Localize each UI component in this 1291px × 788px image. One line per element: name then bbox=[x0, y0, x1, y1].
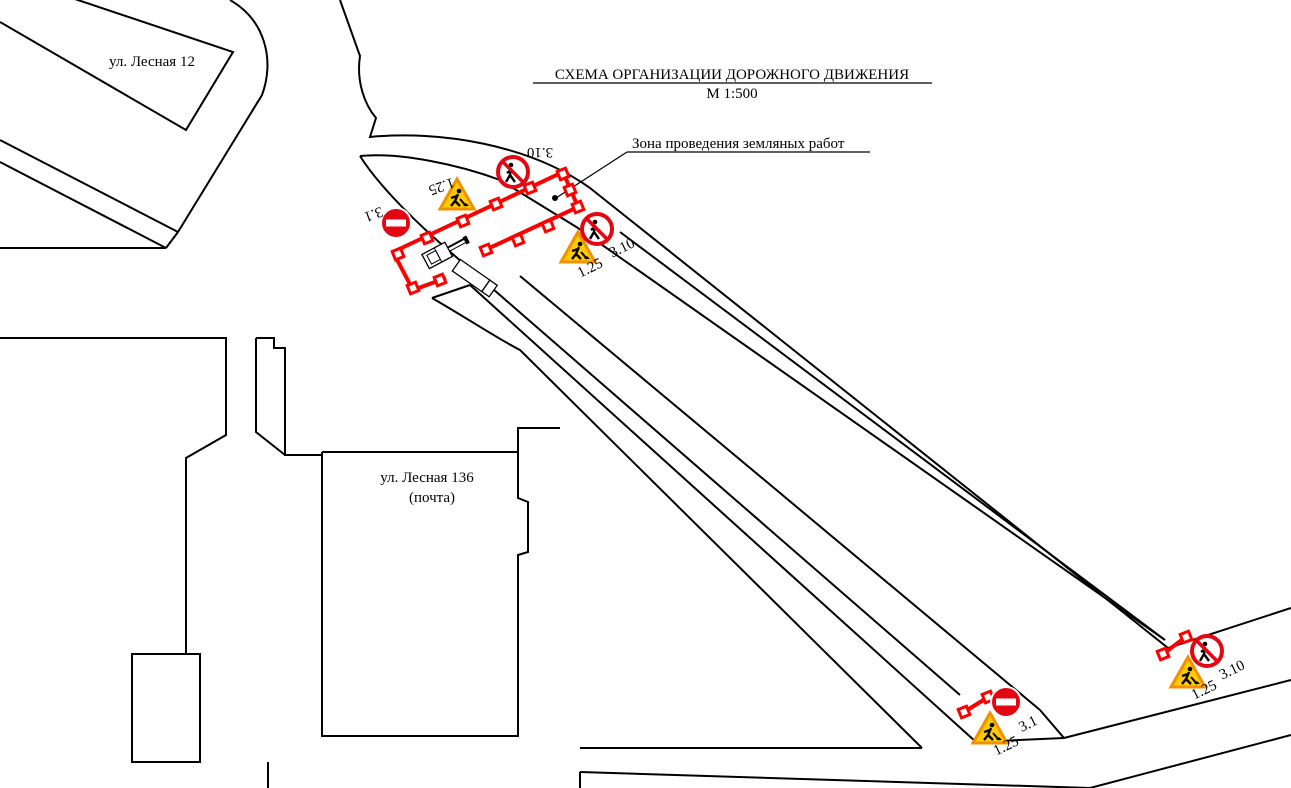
building-12-label: ул. Лесная 12 bbox=[109, 54, 195, 70]
sign-no-pedestrians-top-number: 3.10 bbox=[527, 144, 553, 160]
sign-no-entry-bottom-left: 3.1 bbox=[990, 686, 1040, 736]
road-edge-left bbox=[431, 284, 977, 749]
work-zone-point bbox=[552, 195, 558, 201]
sign-no-pedestrians-top: 3.10 bbox=[496, 144, 553, 189]
work-zone-fence bbox=[390, 166, 586, 296]
building-lesnaya-136 bbox=[321, 427, 560, 737]
excavator-icon bbox=[421, 235, 470, 270]
scheme-title: СХЕМА ОРГАНИЗАЦИИ ДОРОЖНОГО ДВИЖЕНИЯ М 1… bbox=[533, 67, 932, 102]
sign-no-entry-bottom-left-number: 3.1 bbox=[1016, 713, 1040, 736]
work-zone-callout: Зона проведения земляных работ bbox=[552, 136, 870, 201]
sign-road-works-bottom-left: 1.25 bbox=[971, 711, 1022, 759]
sign-road-works-top: 1.25 bbox=[426, 174, 476, 211]
scheme-scale-text: М 1:500 bbox=[706, 86, 757, 102]
scheme-title-text: СХЕМА ОРГАНИЗАЦИИ ДОРОЖНОГО ДВИЖЕНИЯ bbox=[555, 67, 909, 83]
truck-icon bbox=[451, 258, 499, 298]
work-zone-label: Зона проведения земляных работ bbox=[632, 136, 845, 152]
road-edge-right bbox=[589, 187, 1291, 649]
sign-no-entry-top: 3.1 bbox=[362, 203, 412, 239]
road-median bbox=[359, 154, 1166, 711]
sign-no-pedestrians-mid-number: 3.10 bbox=[607, 235, 638, 261]
road-island-top bbox=[339, 0, 591, 189]
fence-bottom-right bbox=[1155, 629, 1194, 662]
sign-no-entry-top-number: 3.1 bbox=[362, 203, 385, 224]
road-bottom-right bbox=[579, 679, 1291, 788]
road-edge-top-left bbox=[0, 0, 269, 249]
sign-no-pedestrians-bottom-right-number: 3.10 bbox=[1217, 657, 1248, 683]
building-lesnaya-12 bbox=[0, 0, 235, 132]
fence-bottom-left bbox=[956, 689, 996, 720]
building-left-block bbox=[0, 337, 322, 788]
building-136-label: ул. Лесная 136 bbox=[380, 470, 474, 486]
building-136-sublabel: (почта) bbox=[409, 490, 455, 506]
